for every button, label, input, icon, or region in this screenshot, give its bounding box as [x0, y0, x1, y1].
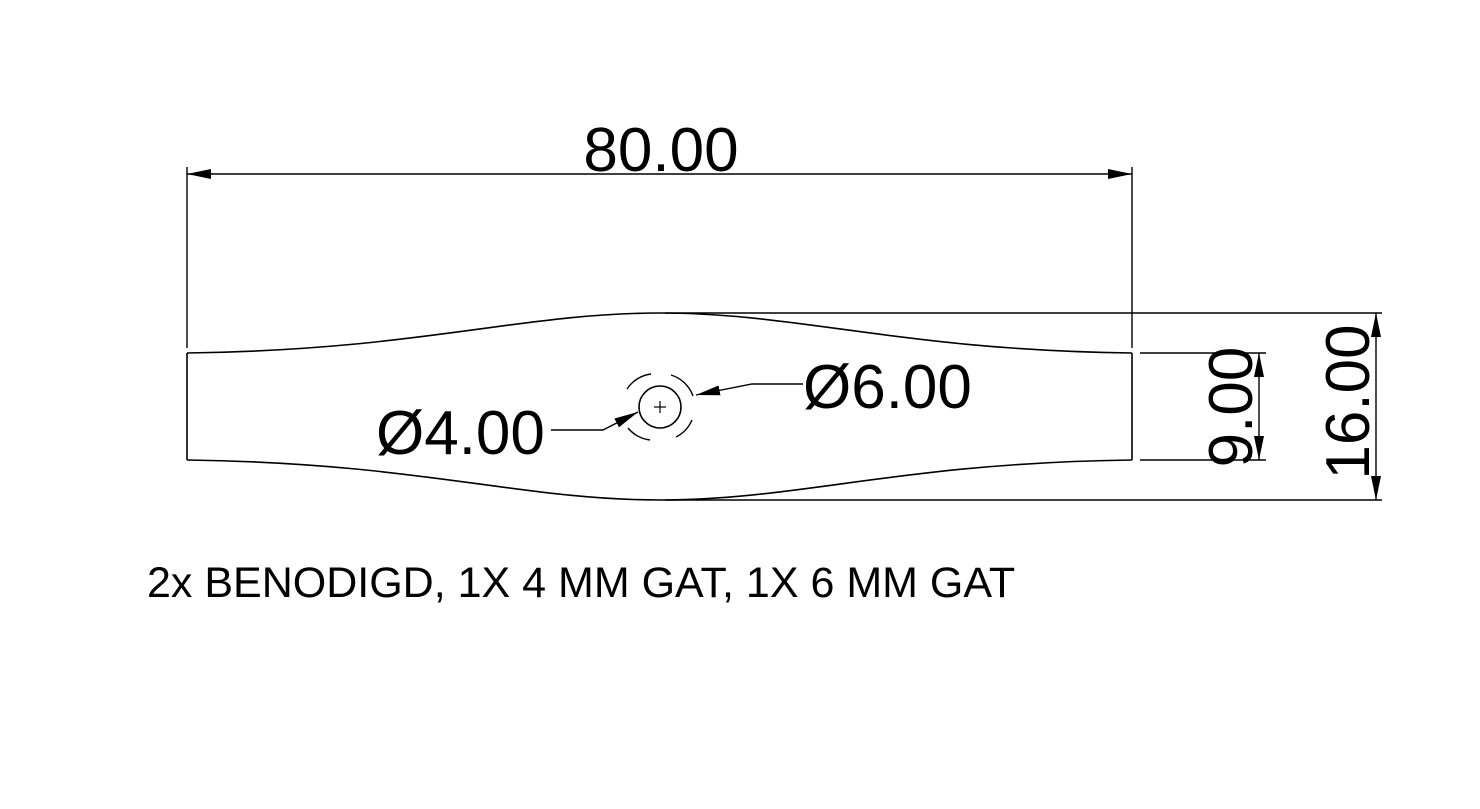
- hole-4mm-label: Ø4.00: [376, 399, 545, 468]
- drawing-note: 2x BENODIGD, 1X 4 MM GAT, 1X 6 MM GAT: [147, 559, 1016, 607]
- bottom-edge-curve: [186, 459, 1133, 501]
- hole-6mm-label: Ø6.00: [803, 353, 972, 422]
- hole-6mm-arc-bottom-left: [627, 427, 651, 441]
- max-width-dimension: [665, 312, 1382, 501]
- length-dimension: [186, 167, 1133, 348]
- hole-6mm-arc-bottom-right: [675, 419, 693, 438]
- waist-width-dimension: [1140, 352, 1266, 461]
- hole-6mm-arc-top-left: [626, 373, 652, 390]
- hole: [626, 373, 694, 441]
- part-outline: [186, 312, 1133, 501]
- max-width-label: 16.00: [1314, 324, 1383, 479]
- leader-6mm: [695, 383, 803, 396]
- hole-6mm-arc-top-right: [670, 374, 694, 397]
- waist-width-label: 9.00: [1197, 347, 1266, 468]
- hole-4mm-circle: [638, 385, 682, 429]
- length-dimension-label: 80.00: [583, 116, 738, 185]
- leader-4mm: [551, 411, 639, 431]
- top-edge-curve: [186, 312, 1133, 354]
